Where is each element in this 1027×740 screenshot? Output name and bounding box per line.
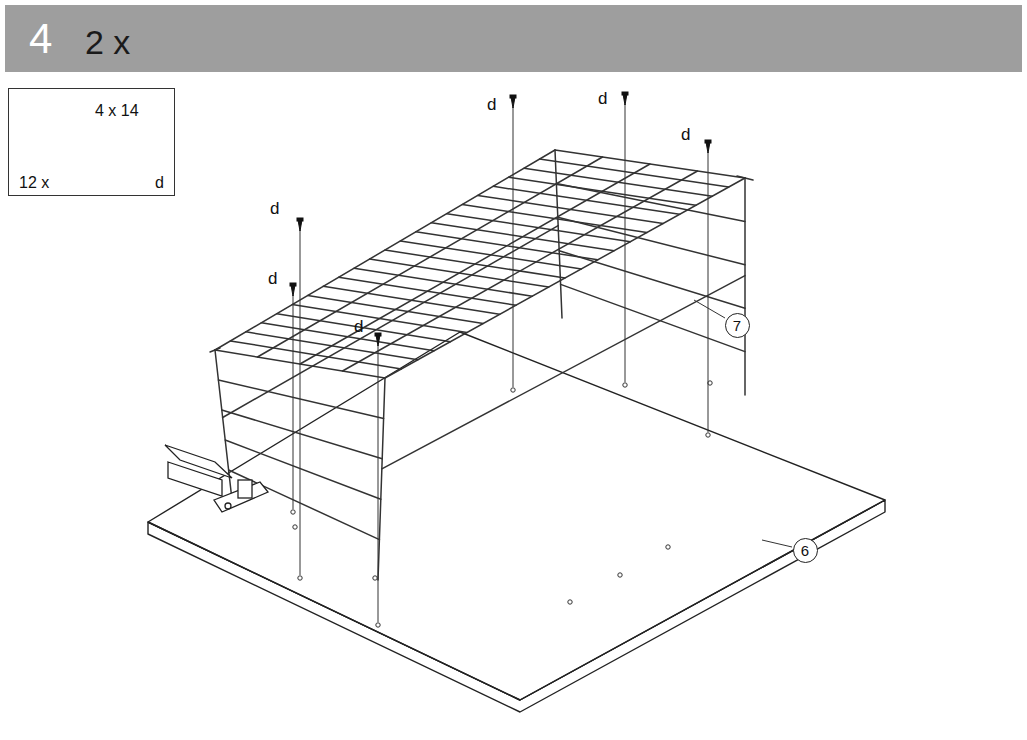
screw-hole xyxy=(623,383,627,387)
fastener-label: d xyxy=(268,270,277,287)
step-header: 4 2 x xyxy=(5,5,1022,72)
rack-wire xyxy=(223,226,559,418)
rack-wire xyxy=(218,380,383,418)
rack-wire xyxy=(556,184,745,222)
screw-hole xyxy=(376,623,380,627)
rack-wire xyxy=(737,176,753,180)
screw-hole xyxy=(568,600,572,604)
screw xyxy=(510,95,516,387)
hinge xyxy=(165,445,268,512)
rack-wire xyxy=(385,178,745,378)
screw-hole xyxy=(511,388,515,392)
screw-hole xyxy=(666,545,670,549)
rack-wire xyxy=(229,470,380,540)
screw xyxy=(297,218,303,575)
fastener-label: d xyxy=(681,126,690,143)
rack-wire xyxy=(210,348,220,352)
rack-wire xyxy=(561,284,745,351)
screw xyxy=(375,333,381,622)
screw-hole xyxy=(298,576,302,580)
screw-hole xyxy=(291,510,295,514)
rack-wire xyxy=(558,217,745,265)
step-text: 4 xyxy=(29,18,52,60)
fastener-label: d xyxy=(354,318,363,335)
fastener-label: d xyxy=(487,96,496,113)
part-text: d xyxy=(155,175,164,191)
part-text: 12 x xyxy=(19,175,49,191)
fastener-label: d xyxy=(270,200,279,217)
screw xyxy=(290,283,296,509)
parts-box: 4 x 14 12 x d xyxy=(8,88,175,196)
rack-wire xyxy=(382,276,745,469)
callout-circle: 6 xyxy=(793,538,818,563)
rack-wire xyxy=(744,178,746,395)
rack-wire xyxy=(555,150,562,318)
callout-number: 6 xyxy=(801,543,809,558)
screw xyxy=(622,92,628,382)
rack-wire xyxy=(225,440,381,499)
callout-circle: 7 xyxy=(725,313,750,338)
screw xyxy=(705,140,711,432)
screw-hole xyxy=(373,576,377,580)
screw-hole xyxy=(293,525,297,529)
rack-wire xyxy=(300,164,650,364)
rack-wire xyxy=(378,378,385,580)
board-panel xyxy=(148,332,885,712)
screw-hole xyxy=(706,433,710,437)
step-text: 2 x xyxy=(85,25,130,59)
rack-wire xyxy=(559,251,745,308)
part-text: 4 x 14 xyxy=(95,103,139,119)
screw-hole xyxy=(618,573,622,577)
fastener-label: d xyxy=(598,90,607,107)
rack-wire xyxy=(222,410,382,459)
rack-wire xyxy=(258,157,603,357)
callout-number: 7 xyxy=(733,318,741,333)
